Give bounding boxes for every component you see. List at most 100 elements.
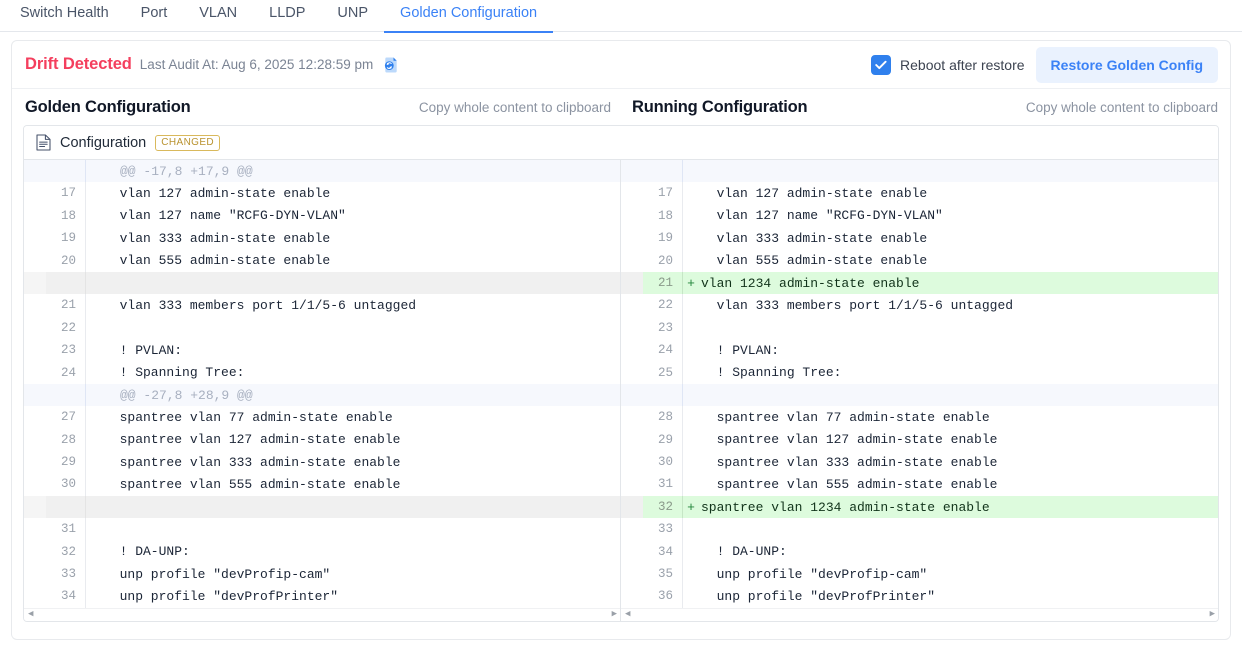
diff-line-text: spantree vlan 333 admin-state enable [701, 454, 998, 470]
scroll-right-arrow-icon[interactable]: ▶ [1209, 609, 1215, 620]
diff-line-running-2: 18 vlan 127 name "RCFG-DYN-VLAN" [621, 204, 1218, 228]
diff-line-text: unp profile "devProfPrinter" [701, 589, 936, 605]
copy-running-to-clipboard-link[interactable]: Copy whole content to clipboard [1025, 99, 1218, 115]
diff-line-number: 27 [46, 406, 86, 429]
diff-line-golden-17: 32 ! DA-UNP: [24, 540, 620, 564]
banner-actions: Reboot after restore Restore Golden Conf… [871, 46, 1218, 83]
diff-line-text: vlan 333 admin-state enable [104, 230, 331, 246]
diff-gutter-pad [24, 563, 46, 585]
tab-lldp[interactable]: LLDP [269, 5, 306, 21]
diff-file-name: Configuration [60, 134, 147, 151]
diff-line-number: 21 [46, 294, 86, 317]
reboot-after-restore-checkbox[interactable] [871, 54, 892, 75]
restore-golden-config-button[interactable]: Restore Golden Config [1035, 46, 1218, 83]
diff-gutter-pad [24, 339, 46, 361]
diff-line-running-10 [621, 383, 1218, 407]
diff-gutter-pad [621, 495, 643, 519]
diff-gutter-pad [621, 250, 643, 272]
diff-gutter-pad [621, 339, 643, 361]
tab-golden-configuration[interactable]: Golden Configuration [384, 0, 554, 33]
document-icon [36, 134, 51, 151]
drift-status-text: Drift Detected [25, 55, 132, 73]
golden-config-title: Golden Configuration [25, 97, 191, 116]
last-audit-text: Last Audit At: Aug 6, 2025 12:28:59 pm [139, 57, 374, 72]
tab-unp[interactable]: UNP [337, 5, 369, 21]
diff-viewer: Configuration CHANGED @@ -17,8 +17,9 @@1… [23, 125, 1219, 622]
diff-gutter-pad [24, 518, 46, 540]
diff-gutter-pad [621, 294, 643, 316]
diff-gutter-pad [24, 271, 46, 295]
diff-line-golden-13: 29 spantree vlan 333 admin-state enable [24, 451, 620, 474]
diff-line-number: 21 [643, 271, 683, 295]
scroll-left-arrow-icon[interactable]: ◀ [625, 609, 631, 620]
diff-change-marker: + [687, 275, 695, 291]
diff-line-golden-5 [24, 271, 620, 295]
diff-line-golden-12: 28 spantree vlan 127 admin-state enable [24, 428, 620, 452]
diff-line-text: spantree vlan 77 admin-state enable [701, 409, 990, 425]
diff-line-number: 31 [643, 473, 683, 496]
diff-line-golden-8: 23 ! PVLAN: [24, 339, 620, 362]
diff-line-number: 34 [46, 585, 86, 608]
diff-line-text: ! DA-UNP: [701, 544, 787, 560]
diff-gutter-pad [24, 250, 46, 272]
diff-gutter-pad [621, 384, 643, 406]
diff-line-number: 22 [643, 294, 683, 317]
diff-line-running-8: 24 ! PVLAN: [621, 339, 1218, 362]
running-config-title: Running Configuration [632, 97, 808, 116]
diff-line-number: 18 [46, 204, 86, 228]
file-sync-icon[interactable] [382, 56, 400, 74]
diff-line-text: spantree vlan 333 admin-state enable [104, 454, 401, 470]
diff-line-text: vlan 1234 admin-state enable [701, 275, 920, 291]
diff-line-text: unp profile "devProfPrinter" [104, 589, 339, 605]
diff-line-number: 24 [643, 339, 683, 362]
diff-line-running-4: 20 vlan 555 admin-state enable [621, 249, 1218, 272]
diff-gutter-pad [24, 205, 46, 227]
diff-line-number [46, 383, 86, 407]
golden-configuration-card: Drift Detected Last Audit At: Aug 6, 202… [11, 40, 1231, 640]
tab-vlan[interactable]: VLAN [199, 5, 238, 21]
diff-line-golden-18: 33 unp profile "devProfip-cam" [24, 563, 620, 586]
diff-line-number: 18 [643, 204, 683, 228]
diff-line-text: unp profile "devProfip-cam" [104, 566, 331, 582]
golden-config-title-group: Golden Configuration Copy whole content … [14, 98, 621, 117]
diff-file-header: Configuration CHANGED [24, 126, 1218, 160]
scroll-left-arrow-icon[interactable]: ◀ [28, 609, 34, 620]
diff-line-golden-15 [24, 495, 620, 519]
diff-line-text: vlan 333 admin-state enable [701, 230, 928, 246]
diff-line-text: vlan 127 admin-state enable [701, 186, 928, 202]
diff-line-running-16: 33 [621, 518, 1218, 541]
diff-gutter-pad [24, 429, 46, 451]
diff-line-number [643, 383, 683, 407]
horizontal-scrollbar-running[interactable]: ◀ ▶ [621, 607, 1218, 621]
diff-line-running-19: 36 unp profile "devProfPrinter" [621, 585, 1218, 608]
horizontal-scrollbar-golden[interactable]: ◀ ▶ [24, 607, 620, 621]
diff-line-text: ! Spanning Tree: [104, 365, 245, 381]
pane-titles: Golden Configuration Copy whole content … [12, 89, 1230, 125]
diff-line-text: spantree vlan 77 admin-state enable [104, 409, 393, 425]
diff-line-number: 34 [643, 540, 683, 564]
diff-line-number: 33 [46, 563, 86, 586]
diff-gutter-pad [24, 473, 46, 495]
diff-gutter-pad [621, 182, 643, 204]
diff-gutter-pad [24, 451, 46, 473]
diff-gutter-pad [24, 495, 46, 519]
diff-line-running-5: 21+ vlan 1234 admin-state enable [621, 271, 1218, 295]
diff-line-text: ! DA-UNP: [104, 544, 190, 560]
tab-switch-health[interactable]: Switch Health [20, 5, 109, 21]
diff-line-golden-4: 20 vlan 555 admin-state enable [24, 249, 620, 272]
scroll-right-arrow-icon[interactable]: ▶ [611, 609, 617, 620]
diff-line-running-11: 28 spantree vlan 77 admin-state enable [621, 406, 1218, 429]
tab-port[interactable]: Port [140, 5, 168, 21]
diff-line-number: 25 [643, 361, 683, 384]
diff-line-number: 19 [46, 227, 86, 250]
diff-line-text: vlan 333 members port 1/1/5-6 untagged [104, 298, 417, 314]
diff-gutter-pad [621, 429, 643, 451]
diff-line-running-6: 22 vlan 333 members port 1/1/5-6 untagge… [621, 294, 1218, 317]
copy-golden-to-clipboard-link[interactable]: Copy whole content to clipboard [418, 99, 611, 115]
diff-line-text: ! Spanning Tree: [701, 365, 842, 381]
diff-gutter-pad [24, 160, 46, 182]
diff-gutter-pad [24, 541, 46, 563]
diff-line-number: 22 [46, 316, 86, 340]
diff-line-number: 29 [643, 428, 683, 452]
